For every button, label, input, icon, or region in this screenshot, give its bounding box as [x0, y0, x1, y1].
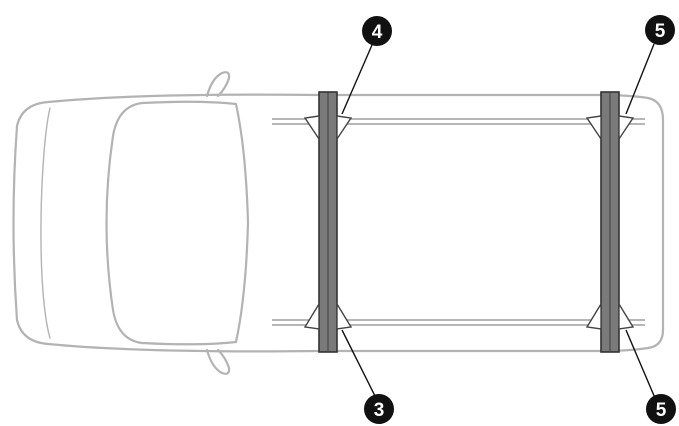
- crossbar-front-foot-bottom-right: [336, 301, 353, 330]
- crossbar-rear: [585, 91, 635, 353]
- callout-5-top-label: 5: [655, 21, 666, 42]
- crossbar-front-foot-bottom-left: [303, 301, 320, 330]
- callout-3-badge: [364, 394, 394, 424]
- leader-line-5-top: [625, 43, 655, 115]
- crossbar-front-foot-top-left: [303, 115, 320, 142]
- callout-4-badge: [362, 16, 392, 46]
- leader-line-5-bottom: [625, 329, 656, 399]
- crossbar-front: [303, 91, 353, 353]
- mirror-left: [205, 71, 231, 98]
- mirror-right: [205, 348, 231, 375]
- leader-line-3: [341, 329, 377, 399]
- windshield-outline: [105, 100, 250, 346]
- callout-5-bottom-badge: [646, 394, 676, 424]
- callout-3: 3: [364, 394, 394, 424]
- crossbar-rear-foot-bottom-left: [585, 301, 602, 330]
- callout-4: 4: [362, 16, 392, 46]
- crossbar-rear-foot-bottom-right: [618, 301, 635, 330]
- callout-5-top: 5: [645, 15, 675, 45]
- crossbar-front-foot-top-right: [336, 115, 353, 142]
- crossbar-rear-foot-top-right: [618, 115, 635, 142]
- leader-lines: [341, 43, 656, 399]
- leader-line-4: [341, 44, 373, 115]
- callout-5-bottom-label: 5: [656, 400, 667, 421]
- callout-3-label: 3: [374, 400, 385, 421]
- vehicle-body-inner-line: [40, 107, 51, 339]
- crossbar-rear-foot-top-left: [585, 115, 602, 142]
- callout-5-top-badge: [645, 15, 675, 45]
- callout-4-label: 4: [372, 22, 383, 43]
- callout-5-bottom: 5: [646, 394, 676, 424]
